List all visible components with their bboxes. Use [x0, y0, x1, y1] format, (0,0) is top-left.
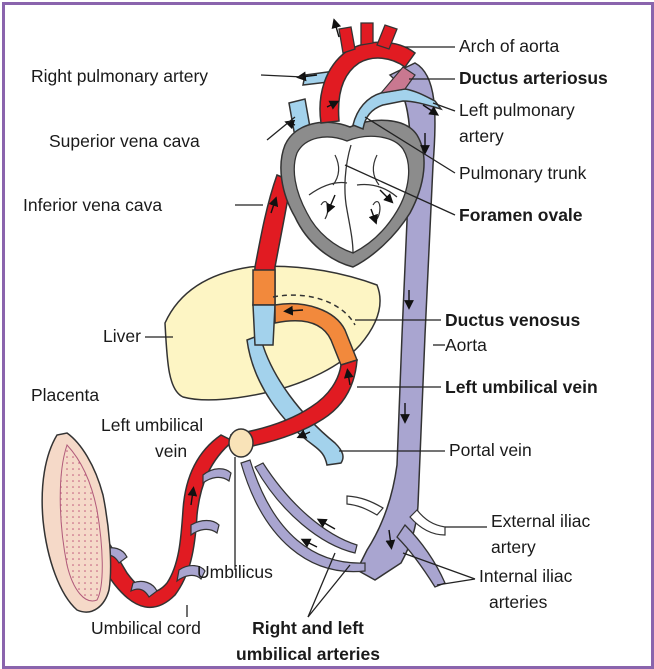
umbilicus-ring — [229, 429, 253, 457]
placenta-label: Placenta — [31, 384, 99, 406]
left-umbilical-vein-left-label-line2: vein — [155, 440, 187, 462]
aorta-label: Aorta — [445, 334, 487, 356]
ductus-venosus-label: Ductus venosus — [445, 309, 580, 331]
foramen-ovale-label: Foramen ovale — [459, 204, 583, 226]
ivc-blue-segment — [253, 305, 275, 345]
ivc-liver-segment — [253, 270, 275, 305]
right-left-umbilical-arteries-label-line1: Right and left — [231, 617, 385, 639]
left-pulmonary-artery-label-line2: artery — [459, 125, 504, 147]
right-pulmonary-artery-label: Right pulmonary artery — [31, 65, 208, 87]
umbilical-cord-label: Umbilical cord — [91, 617, 201, 639]
external-iliac-artery-label-line1: External iliac — [491, 510, 590, 532]
superior-vena-cava-label: Superior vena cava — [49, 130, 200, 152]
right-left-umbilical-arteries-label-line2: umbilical arteries — [211, 643, 405, 665]
pulmonary-trunk-label: Pulmonary trunk — [459, 162, 586, 184]
liver-label: Liver — [103, 325, 141, 347]
external-iliac-artery-left-branch — [347, 496, 383, 515]
internal-iliac-arteries-label-line1: Internal iliac — [479, 565, 572, 587]
portal-vein-label: Portal vein — [449, 439, 532, 461]
left-pulmonary-artery-label-line1: Left pulmonary — [459, 99, 575, 121]
inferior-vena-cava-label: Inferior vena cava — [23, 194, 162, 216]
arch-of-aorta-label: Arch of aorta — [459, 35, 559, 57]
left-umbilical-vein-right-label: Left umbilical vein — [445, 376, 598, 398]
left-umbilical-vein-left-label-line1: Left umbilical — [101, 414, 203, 436]
umbilicus-label: Umbilicus — [197, 561, 273, 583]
internal-iliac-arteries-label-line2: arteries — [489, 591, 547, 613]
external-iliac-artery-label-line2: artery — [491, 536, 536, 558]
ductus-arteriosus-label: Ductus arteriosus — [459, 67, 608, 89]
external-iliac-artery-branch — [410, 510, 445, 535]
